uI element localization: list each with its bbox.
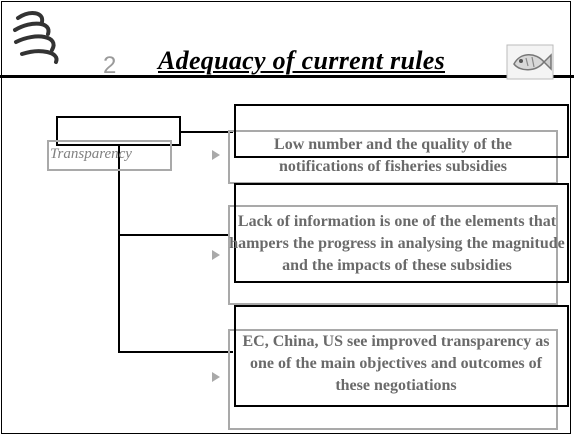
connector-middle [118, 234, 229, 236]
item-3-box [234, 305, 569, 407]
bullet-arrow-icon [212, 150, 220, 160]
wto-logo-icon [13, 11, 59, 64]
item-2-box [234, 183, 569, 283]
root-node-grey-box [47, 140, 172, 171]
item-3-grey-box [228, 329, 558, 430]
connector-bottom [118, 351, 233, 353]
item-2-text: Lack of information is one of the elemen… [229, 213, 565, 274]
connector-top [179, 131, 233, 133]
bullet-arrow-icon [212, 372, 220, 382]
title-underline [0, 75, 574, 78]
bullet-arrow-icon [212, 250, 220, 260]
item-1-text: Low number and the quality of the notifi… [274, 136, 512, 175]
root-node-box [56, 116, 181, 146]
root-node-label: Transparency [50, 146, 132, 162]
item-1-box [234, 104, 569, 158]
page-title: Adequacy of current rules [158, 46, 445, 75]
item-2-grey-box [228, 205, 558, 305]
connector-trunk [118, 146, 120, 353]
fish-emblem-icon [506, 44, 554, 80]
slide-number: 2 [103, 52, 117, 79]
item-3-text: EC, China, US see improved transparency … [242, 333, 550, 394]
